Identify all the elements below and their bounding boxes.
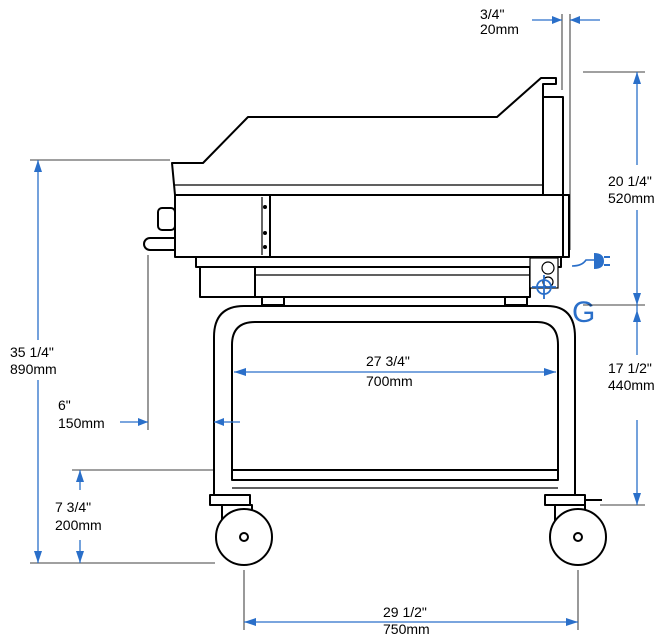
dimension-upper-height: 20 1/4" 520mm xyxy=(608,72,655,305)
power-plug-icon xyxy=(571,253,610,269)
dimension-wheel-height: 7 3/4" 200mm xyxy=(55,470,102,563)
stand-frame xyxy=(213,305,576,501)
dimension-lower-height: 17 1/2" 440mm xyxy=(608,305,655,505)
dimension-overall-width: 29 1/2" 750mm xyxy=(244,604,578,637)
dimension-wheel-height-metric: 200mm xyxy=(55,517,102,533)
dimension-side-offset: 6" 150mm xyxy=(58,397,240,431)
dimension-overall-width-metric: 750mm xyxy=(383,621,430,637)
gas-connection-icon xyxy=(532,275,556,299)
dimension-lower-height-imperial: 17 1/2" xyxy=(608,360,652,376)
dimension-inner-width: 27 3/4" 700mm xyxy=(234,353,556,389)
dimension-overall-width-imperial: 29 1/2" xyxy=(383,604,427,620)
gas-connection-label: G xyxy=(572,296,595,329)
dimension-side-offset-metric: 150mm xyxy=(58,415,105,431)
dimension-top-offset-imperial: 3/4" xyxy=(480,6,504,22)
appliance-top-unit xyxy=(143,77,570,306)
dimension-overall-height-imperial: 35 1/4" xyxy=(10,344,54,360)
dimension-inner-width-metric: 700mm xyxy=(366,373,413,389)
dimension-top-offset-metric: 20mm xyxy=(480,21,519,37)
dimension-side-offset-imperial: 6" xyxy=(58,397,71,413)
extension-lines xyxy=(30,14,645,630)
caster-right xyxy=(544,494,607,566)
dimension-overall-height: 35 1/4" 890mm xyxy=(10,160,57,563)
caster-left xyxy=(209,494,273,566)
dimension-upper-height-imperial: 20 1/4" xyxy=(608,173,652,189)
dimension-lower-height-metric: 440mm xyxy=(608,377,655,393)
dimension-top-offset: 3/4" 20mm xyxy=(480,6,600,37)
dimension-wheel-height-imperial: 7 3/4" xyxy=(55,499,91,515)
dimension-overall-height-metric: 890mm xyxy=(10,361,57,377)
dimension-inner-width-imperial: 27 3/4" xyxy=(366,353,410,369)
dimension-upper-height-metric: 520mm xyxy=(608,190,655,206)
